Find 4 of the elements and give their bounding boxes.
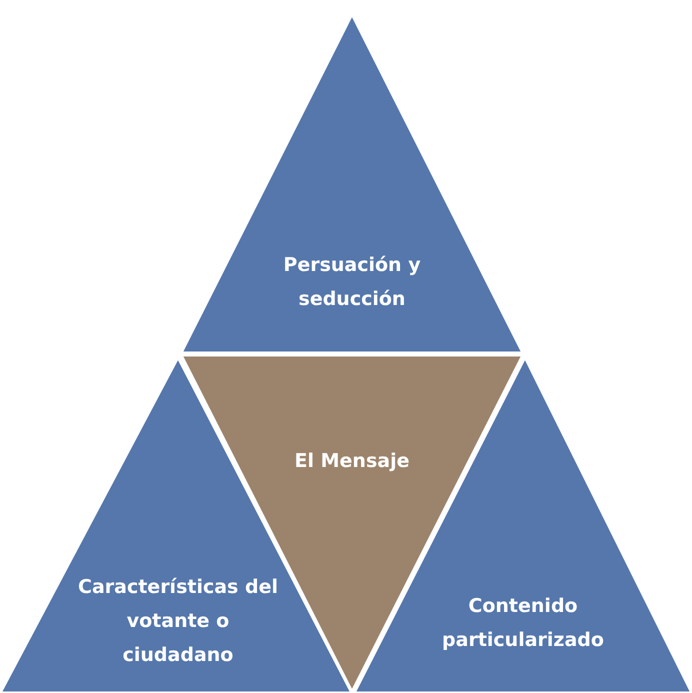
triangle-label: El Mensaje	[294, 449, 410, 474]
triangle-label: Persuación y seducción	[282, 253, 422, 312]
triangle-label: Contenido particularizado	[441, 594, 605, 653]
triangle-label: Características del votante o ciudadano	[78, 575, 278, 668]
